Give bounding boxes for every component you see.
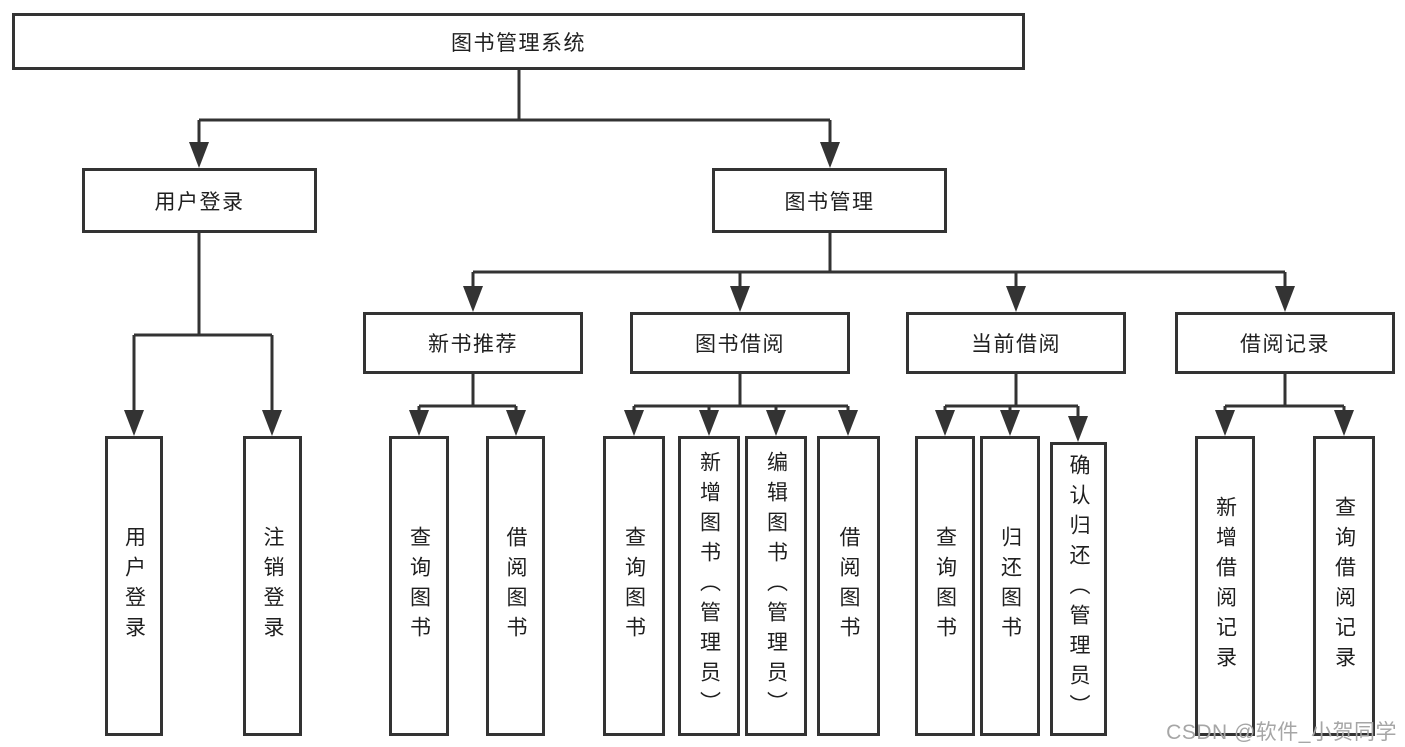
node-label: 查询图书 (407, 526, 431, 646)
node-library-management-system: 图书管理系统 (12, 13, 1025, 70)
node-label: 借阅记录 (1240, 333, 1330, 356)
leaf-return-book: 归还图书 (980, 436, 1040, 736)
node-label: 图书管理 (784, 190, 875, 214)
leaf-edit-book-admin: 编辑图书（管理员） (745, 436, 807, 736)
leaf-confirm-return-admin: 确认归还（管理员） (1050, 442, 1107, 736)
node-label: 图书借阅 (695, 333, 785, 356)
node-label: 新增借阅记录 (1213, 496, 1237, 676)
node-book-borrow: 图书借阅 (630, 312, 850, 374)
leaf-query-borrow-record: 查询借阅记录 (1313, 436, 1375, 736)
node-label: 查询图书 (933, 526, 957, 646)
node-label: 确认归还（管理员） (1067, 454, 1090, 724)
leaf-add-book-admin: 新增图书（管理员） (678, 436, 740, 736)
node-user-login-branch: 用户登录 (82, 168, 317, 233)
node-label: 用户登录 (154, 190, 245, 214)
node-label: 注销登录 (261, 526, 284, 646)
node-label: 借阅图书 (837, 526, 860, 646)
node-label: 新书推荐 (428, 333, 518, 356)
node-borrow-records: 借阅记录 (1175, 312, 1395, 374)
node-label: 借阅图书 (504, 526, 527, 646)
leaf-logout: 注销登录 (243, 436, 302, 736)
node-label: 图书管理系统 (451, 31, 586, 55)
arrowheads (124, 142, 1354, 442)
leaf-query-books-current: 查询图书 (915, 436, 975, 736)
leaf-add-borrow-record: 新增借阅记录 (1195, 436, 1255, 736)
node-label: 归还图书 (998, 526, 1022, 646)
leaf-user-login: 用户登录 (105, 436, 163, 736)
node-current-borrow: 当前借阅 (906, 312, 1126, 374)
leaf-query-books-borrow: 查询图书 (603, 436, 665, 736)
node-new-book-recommend: 新书推荐 (363, 312, 583, 374)
leaf-borrow-books-recommend: 借阅图书 (486, 436, 545, 736)
csdn-watermark: CSDN @软件_小贺同学 (1166, 721, 1397, 744)
node-label: 当前借阅 (971, 333, 1061, 356)
leaf-query-books-recommend: 查询图书 (389, 436, 449, 736)
node-label: 编辑图书（管理员） (764, 451, 788, 721)
node-label: 用户登录 (122, 526, 146, 646)
node-label: 查询图书 (622, 526, 646, 646)
node-label: 查询借阅记录 (1332, 496, 1356, 676)
leaf-borrow-books-borrow: 借阅图书 (817, 436, 880, 736)
node-book-management-branch: 图书管理 (712, 168, 947, 233)
node-label: 新增图书（管理员） (697, 451, 721, 721)
